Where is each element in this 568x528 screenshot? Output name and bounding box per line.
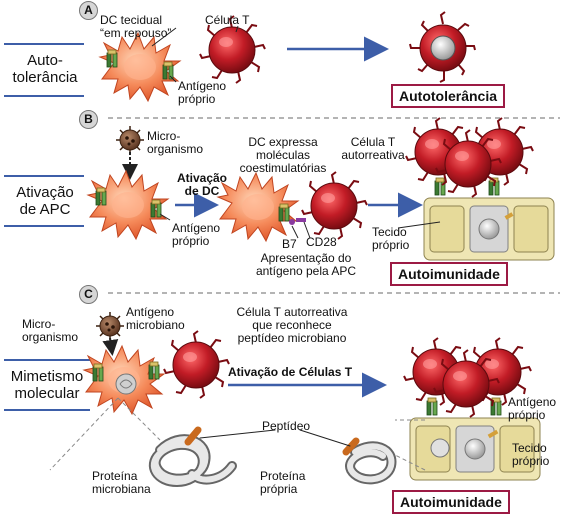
label-microbial-antigen: Antígeno microbiano bbox=[126, 305, 185, 332]
section-label-molecular-mimicry: Mimetismo molecular bbox=[10, 368, 84, 402]
label-self-antigen-c: Antígeno próprio bbox=[508, 395, 557, 422]
label-resting-dc: DC tecidual “em repouso” bbox=[100, 13, 172, 40]
label-self-antigen-b: Antígeno próprio bbox=[172, 221, 221, 248]
panel-marker-b: B bbox=[79, 110, 98, 129]
label-self-tissue-c: Tecido próprio bbox=[512, 441, 550, 468]
label-t-cell-a: Célula T bbox=[205, 13, 250, 27]
panel-marker-a: A bbox=[79, 1, 98, 20]
outcome-autoimmunity-c: Autoimunidade bbox=[392, 490, 510, 514]
label-peptide: Peptídeo bbox=[262, 419, 311, 433]
label-microorganism-b: Micro- organismo bbox=[147, 129, 204, 156]
label-dc-expresses: DC expressa moléculas coestimulatórias bbox=[239, 135, 327, 175]
label-dc-activation: Ativação de DC bbox=[176, 171, 228, 198]
label-t-cell-activation: Ativação de Células T bbox=[228, 365, 353, 379]
label-microorganism-c: Micro- organismo bbox=[22, 317, 79, 344]
label-microbial-protein: Proteína microbiana bbox=[92, 469, 151, 496]
label-autoreactive-t-cell-c: Célula T autorreativa que reconhece pept… bbox=[236, 305, 348, 345]
panel-marker-c: C bbox=[79, 285, 98, 304]
label-self-protein: Proteína própria bbox=[260, 469, 306, 496]
label-antigen-presentation: Apresentação do antígeno pela APC bbox=[255, 251, 357, 278]
label-autoreactive-t-cell-b: Célula T autorreativa bbox=[341, 135, 405, 162]
label-b7: B7 bbox=[282, 237, 297, 251]
outcome-autotolerance: Autotolerância bbox=[391, 84, 506, 108]
label-self-antigen-a: Antígeno próprio bbox=[178, 79, 227, 106]
outcome-autoimmunity-b: Autoimunidade bbox=[390, 262, 508, 286]
section-label-autotolerance: Auto- tolerância bbox=[12, 52, 78, 86]
label-cd28: CD28 bbox=[306, 235, 337, 249]
label-self-tissue-b: Tecido próprio bbox=[372, 225, 410, 252]
section-label-apc-activation: Ativação de APC bbox=[16, 184, 74, 218]
